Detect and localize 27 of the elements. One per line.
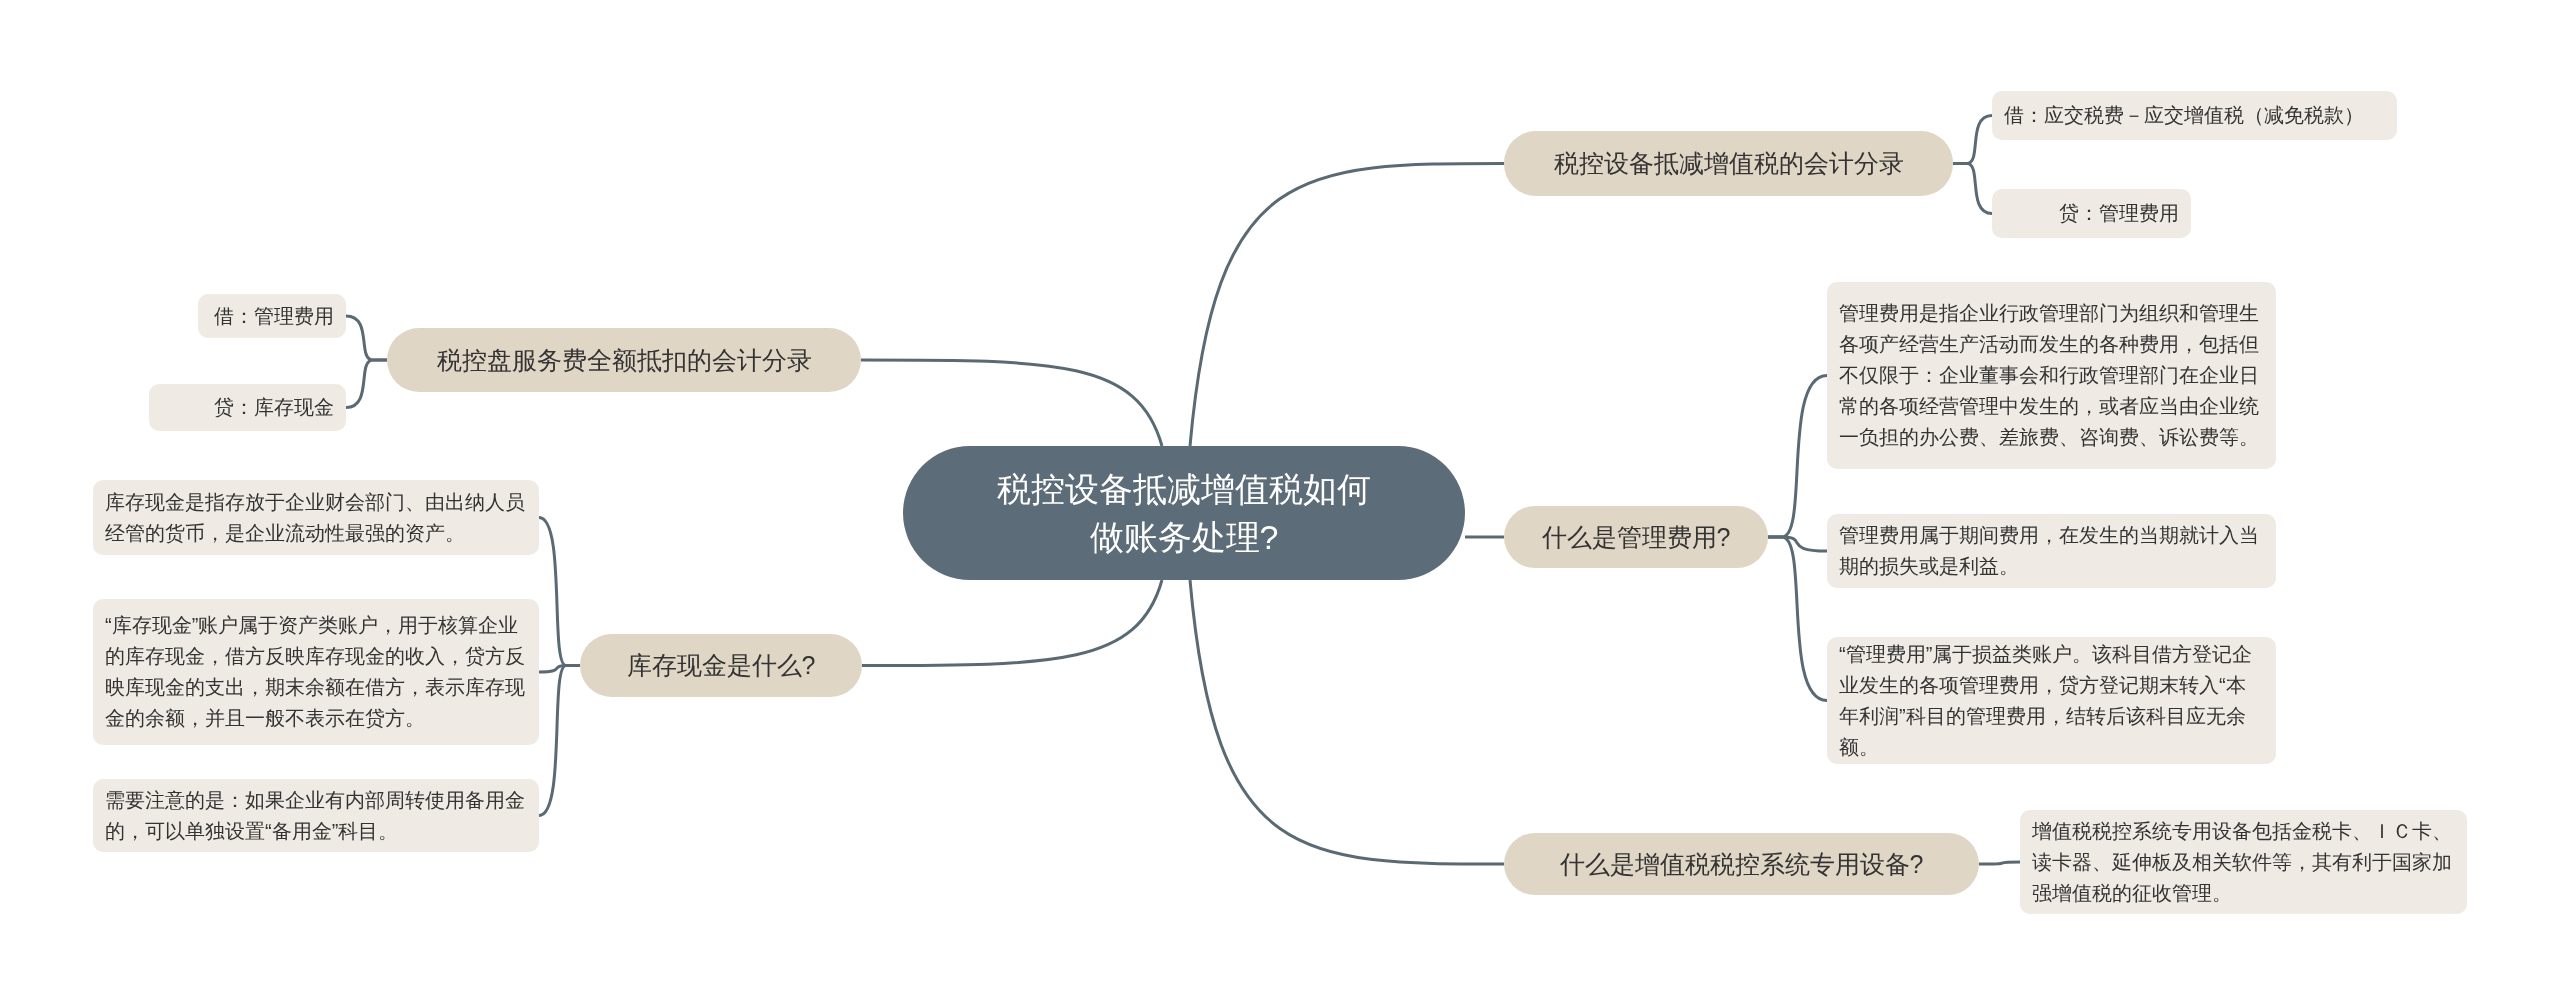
connector (1768, 535, 1828, 702)
connector (345, 358, 387, 409)
note-box: 管理费用是指企业行政管理部门为组织和管理生各项产经营生产活动而发生的各种费用，包括但不仅限于：企业董事会和行政管理部门在企业日常的各项经营管理中发生的，或者应当由企业统一负担的办公费、差旅费、咨询费、诉讼费等。 (1827, 282, 2276, 469)
note-box: “管理费用”属于损益类账户。该科目借方登记企业发生的各项管理费用，贷方登记期末转入“本年利润”科目的管理费用，结转后该科目应无余额。 (1827, 637, 2276, 764)
connector (1953, 162, 1993, 215)
note-box: 库存现金是指存放于企业财会部门、由出纳人员经管的货币，是企业流动性最强的资产。 (93, 480, 539, 555)
entry-box: 贷：库存现金 (149, 384, 346, 431)
note-box: 需要注意的是：如果企业有内部周转使用备用金的，可以单独设置“备用金”科目。 (93, 779, 539, 852)
topic-box: 什么是增值税税控系统专用设备? (1504, 833, 1979, 895)
topic-box: 什么是管理费用? (1504, 506, 1768, 568)
topic-box: 税控设备抵减增值税的会计分录 (1504, 131, 1953, 196)
topic-box: 税控盘服务费全额抵扣的会计分录 (387, 328, 861, 392)
connector (538, 664, 580, 817)
connector (1465, 535, 1504, 539)
note-box: 增值税税控系统专用设备包括金税卡、ＩＣ卡、读卡器、延伸板及相关软件等，其有利于国家加强增值税的征收管理。 (2020, 810, 2467, 914)
entry-box: 借：应交税费－应交增值税（减免税款） (1992, 91, 2397, 140)
note-box: 管理费用属于期间费用，在发生的当期就计入当期的损失或是利益。 (1827, 514, 2276, 588)
connector (862, 579, 1164, 667)
connector (1188, 579, 1504, 866)
connector (1188, 162, 1504, 447)
connector (861, 358, 1164, 447)
central-topic: 税控设备抵减增值税如何做账务处理? (903, 446, 1465, 580)
connector (1979, 860, 2020, 866)
entry-box: 贷：管理费用 (1992, 189, 2191, 238)
note-box: “库存现金”账户属于资产类账户，用于核算企业的库存现金，借方反映库存现金的收入，贷方反映库现金的支出，期末余额在借方，表示库存现金的余额，并且一般不表示在贷方。 (93, 599, 539, 745)
topic-box: 库存现金是什么? (580, 634, 862, 697)
entry-box: 借：管理费用 (198, 294, 346, 338)
